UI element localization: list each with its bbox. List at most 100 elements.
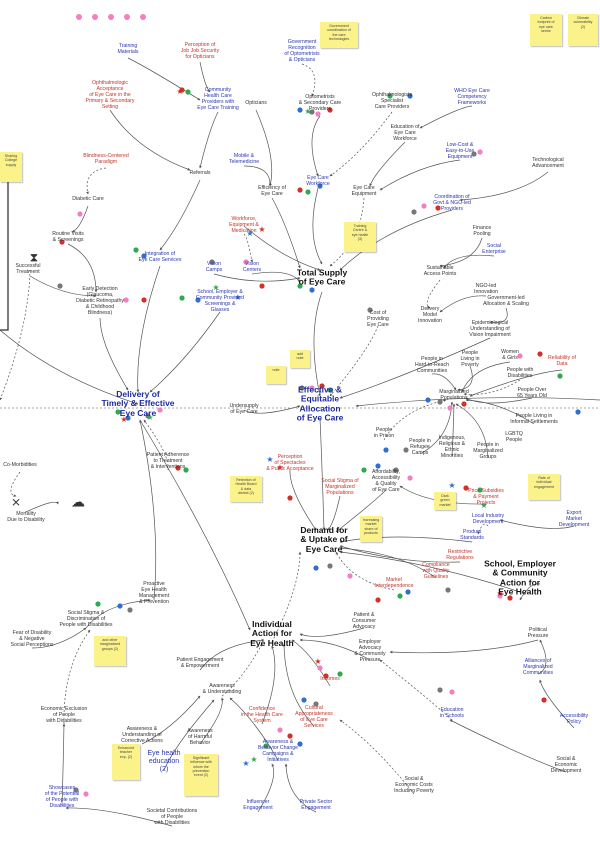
node-diabetic-care[interactable]: Diabetic Care <box>72 196 104 203</box>
node-social-stigma-disabilities[interactable]: Social Stigma & Discrimination of People… <box>59 610 113 628</box>
node-low-cost-equipment[interactable]: Low-Cost & Easy-to-Use Equipment <box>445 142 475 160</box>
sticky-note[interactable]: note <box>266 366 286 384</box>
node-awareness-harmful[interactable]: Awareness of Harmful Behavior <box>187 728 213 746</box>
node-gov-recognition[interactable]: Government Recognition of Optometrists &… <box>284 39 320 63</box>
node-integration-eye-care[interactable]: Integration of Eye Care Services <box>138 251 182 263</box>
sticky-note[interactable]: Retention of Health Board & data distric… <box>230 476 262 502</box>
node-efficiency-eye-care[interactable]: Efficiency of Eye Care <box>258 185 286 197</box>
node-confidence-system[interactable]: Confidence in the Health Care System <box>241 706 283 724</box>
node-over-65[interactable]: People Over 65 Years Old <box>517 387 547 399</box>
node-private-sector[interactable]: Private Sector Engagement <box>299 799 333 811</box>
node-women-girls[interactable]: Women & Girls <box>501 349 519 361</box>
node-mortality[interactable]: Mortality Due to Disability <box>7 511 45 523</box>
sticky-note[interactable]: Dark green market <box>434 492 456 510</box>
node-hard-to-reach[interactable]: People in Hard-to-Reach Communities <box>414 356 450 374</box>
node-price-subsidies[interactable]: Price Subsidies & Payment Projects <box>468 488 504 506</box>
node-school-employer-action[interactable]: School, Employer & Community Action for … <box>484 558 556 597</box>
node-vision-centers[interactable]: Vision Centers <box>242 261 262 273</box>
node-total-supply[interactable]: Total Supply of Eye Care <box>296 267 348 287</box>
node-early-detection[interactable]: Early Detection (Glaucoma, Diabetic Reti… <box>76 286 124 316</box>
node-who-competency[interactable]: WHO Eye Care Competency Frameworks <box>454 88 490 106</box>
node-product-standards[interactable]: Product Standards <box>460 529 484 541</box>
node-ngo-innovation[interactable]: NGO-led Innovation <box>474 283 498 295</box>
node-societal-contributions[interactable]: Societal Contributions of People with Di… <box>146 808 198 826</box>
node-referrals[interactable]: Referrals <box>189 170 211 177</box>
node-market-interdependence[interactable]: Market Interdependence <box>374 577 414 589</box>
node-successful-treatment[interactable]: Successful Treatment <box>15 263 41 275</box>
node-fear-disability[interactable]: Fear of Disability & Negative Social Per… <box>10 630 54 648</box>
node-technological-advancement[interactable]: Technological Advancement <box>532 157 564 169</box>
node-patient-engagement[interactable]: Patient Engagement & Empowerment <box>176 657 224 669</box>
node-eye-health-education[interactable]: Eye health education (2) <box>147 749 181 774</box>
node-local-industry[interactable]: Local Industry Development <box>471 513 505 525</box>
node-indigenous[interactable]: Indigenous, Religious & Ethnic Minoritie… <box>438 435 466 459</box>
sticky-note[interactable]: Sharing College supply <box>0 152 22 182</box>
node-affordability[interactable]: Affordability, Accessibility & Quality o… <box>371 469 401 493</box>
node-training-materials[interactable]: Training Materials <box>117 43 139 55</box>
node-mobile-telemedicine[interactable]: Mobile & Telemedicine <box>228 153 260 165</box>
node-education-workforce[interactable]: Education of Eye Care Workforce <box>390 124 420 142</box>
node-people-disabilities[interactable]: People with Disabilities <box>506 367 534 379</box>
node-delivery-timely[interactable]: Delivery of Timely & Effective Eye Care <box>101 388 175 418</box>
node-awareness-campaigns[interactable]: Awareness & Behavior Change Campaigns & … <box>257 739 299 763</box>
node-comorbidities[interactable]: Co-Morbidities <box>3 462 37 469</box>
node-demand-uptake[interactable]: Demand for & Uptake of Eye Care <box>300 524 348 554</box>
node-incomes[interactable]: Incomes <box>320 676 340 683</box>
node-gov-led-allocation[interactable]: Government-led Allocation & Scaling <box>483 295 529 307</box>
node-routine-visits[interactable]: Routine Visits & Screenings <box>52 231 84 243</box>
node-employer-advocacy[interactable]: Employer Advocacy & Community Pressure <box>354 639 386 663</box>
node-undersupply[interactable]: Undersupply of Eye Care <box>229 403 259 415</box>
node-eye-care-workforce[interactable]: Eye Care Workforce <box>306 175 330 187</box>
sticky-note[interactable]: and other marginalized groups (2) <box>94 636 126 666</box>
sticky-note[interactable]: Significant influence with whom the prev… <box>184 754 218 796</box>
node-lgbtq[interactable]: LGBTQ People <box>505 431 523 443</box>
node-sustainable-access[interactable]: Sustainable Access Points <box>423 265 457 277</box>
node-perception-spectacles[interactable]: Perception of Spectacles & Public Accept… <box>266 454 314 472</box>
node-marginalized-groups[interactable]: People in Marginalized Groups <box>473 442 503 460</box>
node-opticians[interactable]: Opticians <box>245 100 267 107</box>
node-social-stigma-marginalized[interactable]: Social Stigma of Marginalized Population… <box>321 478 359 496</box>
node-economic-exclusion[interactable]: Economic Exclusion of People with Disabi… <box>40 706 88 724</box>
node-patient-consumer-advocacy[interactable]: Patient & Consumer Advocacy <box>352 612 376 630</box>
node-influencer[interactable]: Influencer Engagement <box>243 799 273 811</box>
node-informal-settlements[interactable]: People Living in Informal Settlements <box>510 413 558 425</box>
node-vision-camps[interactable]: Vision Camps <box>205 261 223 273</box>
node-social-economic-costs[interactable]: Social & Economic Costs Including Povert… <box>394 776 434 794</box>
node-cost-eye-care[interactable]: Cost of Providing Eye Care <box>367 310 389 328</box>
node-blindness-paradigm[interactable]: Blindness-Centered Paradigm <box>83 153 129 165</box>
node-perception-job-security[interactable]: Perception of Job Job Security for Optic… <box>180 42 220 60</box>
node-awareness-understanding[interactable]: Awareness & Understanding <box>202 683 242 695</box>
sticky-note[interactable]: Enhanced teacher exp. (2) <box>112 744 140 780</box>
node-accessibility-policy[interactable]: Accessibility Policy <box>559 713 589 725</box>
node-social-economic-dev[interactable]: Social & Economic Development <box>550 756 582 774</box>
sticky-note[interactable]: Rate of individual engagement <box>528 474 560 500</box>
node-political-pressure[interactable]: Political Pressure <box>527 627 549 639</box>
sticky-note[interactable]: Carbon footprint of eye care sector <box>530 14 562 46</box>
node-showcases[interactable]: Showcases of the Potential of People wit… <box>44 785 80 809</box>
sticky-note[interactable]: Climate vulnerability (2) <box>568 14 598 46</box>
node-finance-pooling[interactable]: Finance Pooling <box>472 225 492 237</box>
sticky-note[interactable]: Increasing market share of products <box>360 516 382 542</box>
node-social-enterprise[interactable]: Social Enterprise <box>482 243 506 255</box>
sticky-note[interactable]: add note <box>290 350 310 368</box>
node-alliances[interactable]: Alliances of Marginalized Communities <box>522 658 554 676</box>
node-cultural-appropriateness[interactable]: Cultural Appropriateness of Eye Care Ser… <box>295 705 333 729</box>
node-eye-care-equipment[interactable]: Eye Care Equipment <box>351 185 377 197</box>
node-school-employer-screenings[interactable]: School, Employer & Community Provided Sc… <box>195 289 245 313</box>
node-effective-allocation[interactable]: Effective & Equitable Allocation of Eye … <box>296 384 344 423</box>
node-coordination-gov[interactable]: Coordination of Govt & NGO-led Providers <box>433 194 471 212</box>
node-export-market[interactable]: Export Market Development <box>558 510 590 528</box>
node-marginalized-populations[interactable]: Marginalized Populations <box>439 389 469 401</box>
node-workforce-equipment[interactable]: Workforce, Equipment & Medication <box>229 216 259 234</box>
node-refugee-camps[interactable]: People in Refugee Camps <box>409 438 431 456</box>
node-ophthalmologic-acceptance[interactable]: Ophthalmologic Acceptance of Eye Care in… <box>85 80 135 110</box>
node-reliability-data[interactable]: Reliability of Data <box>548 355 576 367</box>
sticky-note[interactable]: Government coordination of the care tech… <box>320 22 358 48</box>
node-restrictive-regulations[interactable]: Restrictive Regulations <box>446 549 474 561</box>
node-patient-adherence[interactable]: Patient Adherence to Treatment & Interve… <box>146 452 190 470</box>
node-community-health[interactable]: Community Health Care Providers with Eye… <box>197 87 239 111</box>
node-optometrists[interactable]: Optometrists & Secondary Care Providers <box>298 94 342 112</box>
node-awareness-corrective[interactable]: Awareness & Understanding of Corrective … <box>121 726 163 744</box>
node-proactive-management[interactable]: Proactive Eye Health Management & Preven… <box>138 581 170 605</box>
node-living-poverty[interactable]: People Living in Poverty <box>460 350 480 368</box>
